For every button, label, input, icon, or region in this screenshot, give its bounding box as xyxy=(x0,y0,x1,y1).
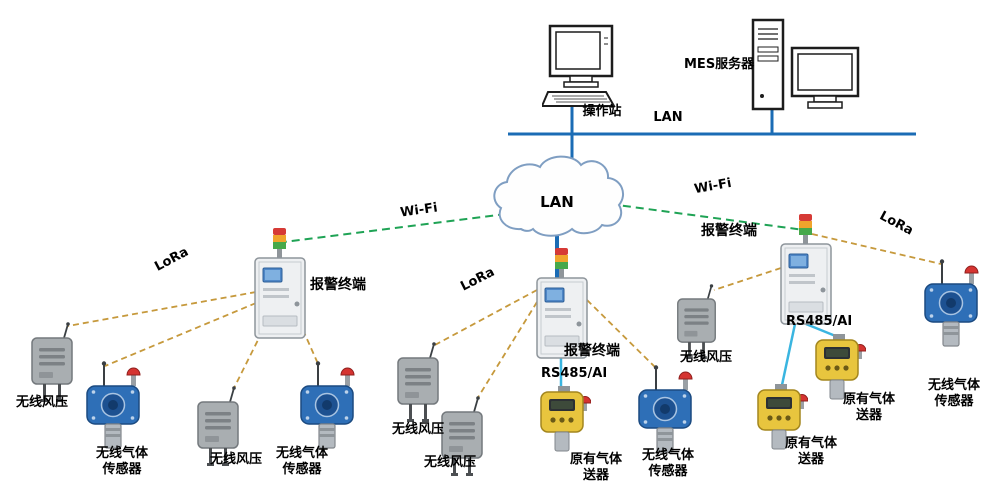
existing-gas-transmitter-label: 原有气体 送器 xyxy=(569,452,622,484)
alarm-terminal-right-icon xyxy=(776,214,836,326)
wifi-right-line xyxy=(609,203,805,231)
wind-pressure-sensor-icon xyxy=(394,342,442,422)
lora-line xyxy=(67,291,257,327)
wifi-left-line xyxy=(283,213,507,243)
operator-station-label: 操作站 xyxy=(582,104,622,119)
existing-gas-transmitter-label: 原有气体 送器 xyxy=(784,436,837,468)
alarm-terminal-right-label: 报警终端 xyxy=(701,223,757,239)
existing-gas-transmitter-label: 原有气体 送器 xyxy=(842,392,895,424)
alarm-terminal-left-icon xyxy=(250,228,310,340)
mes-server-icon xyxy=(750,18,860,112)
lan-cloud xyxy=(493,155,624,237)
wind-pressure-label: 无线风压 xyxy=(391,422,444,437)
wireless-gas-sensor-label: 无线气体 传感器 xyxy=(95,446,148,478)
lora-line xyxy=(713,267,782,291)
mes-server-label: MES服务器 xyxy=(684,57,755,72)
lora-line xyxy=(432,289,538,347)
rs485-line xyxy=(780,323,797,386)
wind-pressure-label: 无线风压 xyxy=(679,350,732,365)
alarm-terminal-left-label: 报警终端 xyxy=(310,277,366,293)
lan-bus-label: LAN xyxy=(653,110,683,125)
existing-gas-transmitter-icon xyxy=(537,386,591,454)
lora-line xyxy=(476,301,538,400)
lora-line xyxy=(811,233,942,265)
wireless-gas-sensor-icon xyxy=(298,360,358,456)
operator-station-icon xyxy=(542,24,618,108)
lora-line xyxy=(232,331,263,391)
wireless-gas-sensor-icon xyxy=(84,360,144,456)
wind-pressure-label: 无线风压 xyxy=(209,452,262,467)
lora-line xyxy=(586,299,658,370)
alarm-terminal-center-label: 报警终端 xyxy=(564,343,620,359)
rs485-line xyxy=(805,322,839,339)
lan-cloud-label: LAN xyxy=(540,193,574,211)
wireless-gas-sensor-label: 无线气体 传感器 xyxy=(927,378,980,410)
rs485-center-label: RS485/AI xyxy=(541,366,608,381)
wireless-gas-sensor-icon xyxy=(636,364,696,460)
rs485-right-label: RS485/AI xyxy=(786,314,853,329)
wind-pressure-sensor-icon xyxy=(674,284,719,359)
wind-pressure-sensor-icon xyxy=(28,322,76,402)
wireless-gas-sensor-label: 无线气体 传感器 xyxy=(275,446,328,478)
wireless-gas-sensor-label: 无线气体 传感器 xyxy=(641,448,694,480)
wind-pressure-label: 无线风压 xyxy=(423,455,476,470)
lora-line xyxy=(302,329,320,367)
wind-pressure-label: 无线风压 xyxy=(15,395,68,410)
wireless-gas-sensor-icon xyxy=(922,258,982,354)
lora-line xyxy=(104,302,257,367)
